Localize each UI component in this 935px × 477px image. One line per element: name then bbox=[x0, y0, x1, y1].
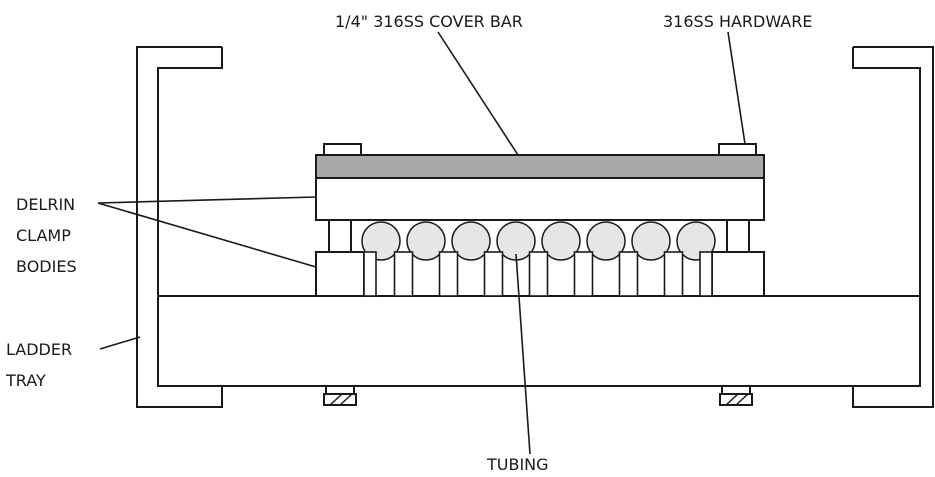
clamp-finger bbox=[363, 251, 377, 297]
clamp-finger bbox=[618, 251, 639, 297]
tube bbox=[676, 221, 716, 261]
cover-bar-leader bbox=[437, 31, 519, 156]
clamp-finger bbox=[663, 251, 684, 297]
tubing-label: TUBING bbox=[486, 455, 549, 474]
lower-clamp-fingers bbox=[363, 251, 713, 297]
clamp-finger bbox=[528, 251, 549, 297]
upper-clamp-body bbox=[315, 177, 765, 221]
tubing-leader bbox=[515, 253, 531, 455]
tray-leader bbox=[99, 336, 141, 350]
cover-bar bbox=[315, 154, 765, 179]
tube bbox=[361, 221, 401, 261]
clamp-label-line1: DELRIN bbox=[16, 195, 75, 214]
tube bbox=[406, 221, 446, 261]
clamp-leader-upper bbox=[97, 196, 317, 204]
lower-clamp-body-left bbox=[315, 251, 365, 297]
tube bbox=[586, 221, 626, 261]
clamp-finger bbox=[573, 251, 594, 297]
ladder-tray-rung bbox=[157, 295, 921, 387]
hardware-leader bbox=[727, 31, 746, 145]
tubing-group bbox=[361, 221, 716, 261]
clamp-finger bbox=[483, 251, 504, 297]
tube bbox=[451, 221, 491, 261]
clamp-leader-lower bbox=[97, 202, 317, 268]
clamp-finger bbox=[438, 251, 459, 297]
tube bbox=[631, 221, 671, 261]
clamp-label-line2: CLAMP bbox=[16, 226, 71, 245]
hardware-label: 316SS HARDWARE bbox=[663, 12, 812, 31]
cover-bar-label: 1/4" 316SS COVER BAR bbox=[335, 12, 523, 31]
tray-label-line1: LADDER bbox=[6, 340, 72, 359]
lower-clamp-body-right bbox=[711, 251, 765, 297]
clamp-finger bbox=[699, 251, 713, 297]
clamp-finger bbox=[393, 251, 414, 297]
tray-label-line2: TRAY bbox=[5, 371, 46, 390]
clamp-label-line3: BODIES bbox=[16, 257, 77, 276]
tube bbox=[541, 221, 581, 261]
